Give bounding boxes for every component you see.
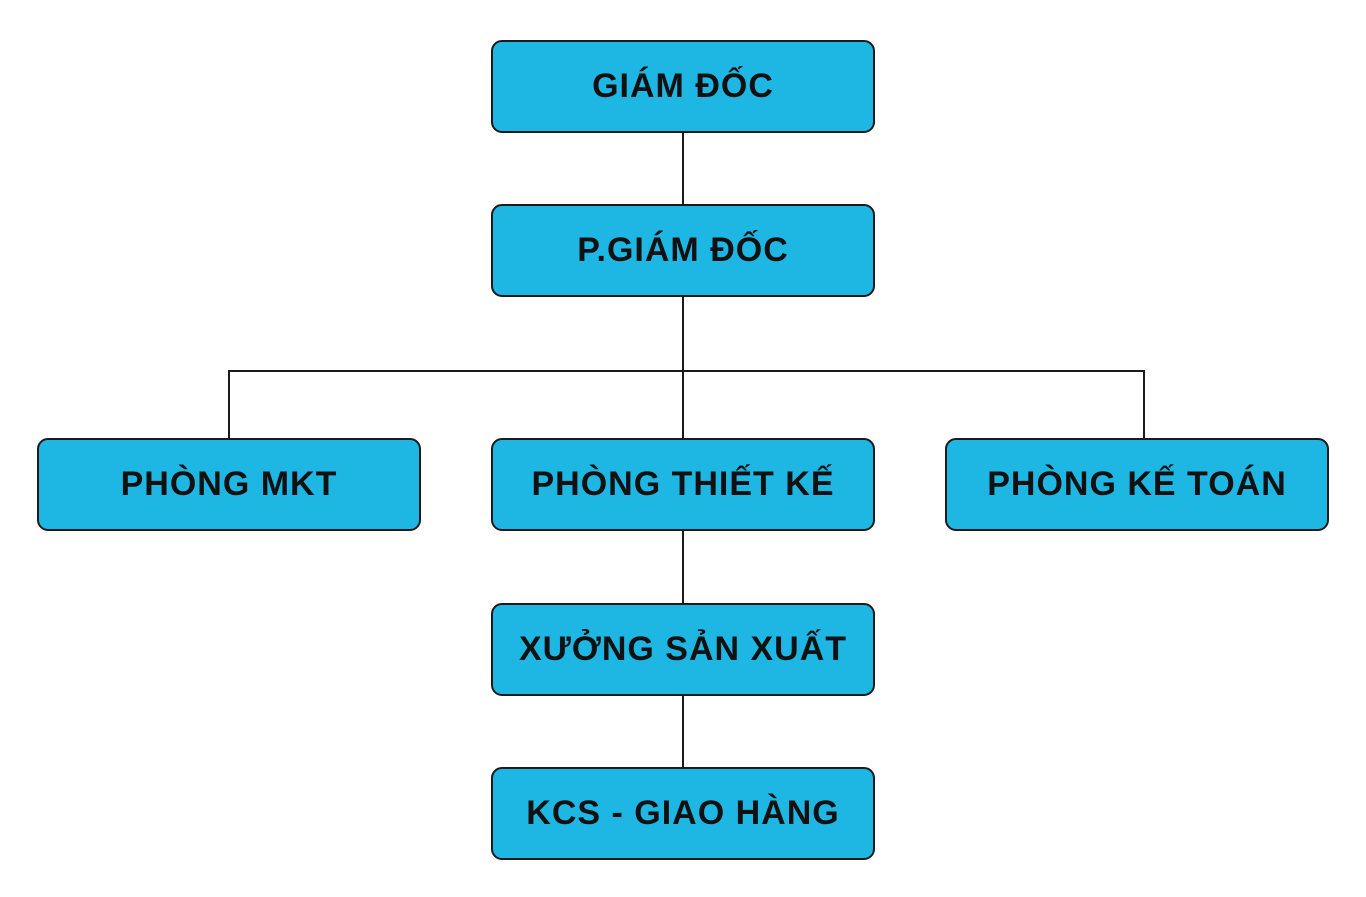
node-label: PHÒNG THIẾT KẾ [531,465,835,503]
node-xuong-san-xuat: XƯỞNG SẢN XUẤT [491,603,875,696]
node-label: XƯỞNG SẢN XUẤT [518,630,848,668]
node-phong-ke-toan: PHÒNG KẾ TOÁN [945,438,1329,531]
node-giam-doc: GIÁM ĐỐC [491,40,875,133]
node-label: KCS - GIAO HÀNG [526,794,840,832]
node-label: P.GIÁM ĐỐC [577,231,789,269]
node-phong-mkt: PHÒNG MKT [37,438,421,531]
connector-thietke-xuong [682,531,684,604]
connector-pgiamdoc-down [682,296,684,439]
connector-giamdoc-pgiamdoc [682,132,684,205]
connector-xuong-kcs [682,695,684,768]
node-kcs-giao-hang: KCS - GIAO HÀNG [491,767,875,860]
connector-horizontal-branch [228,370,1145,372]
connector-to-phong-ke-toan [1143,370,1145,439]
node-label: PHÒNG MKT [120,465,338,503]
node-label: PHÒNG KẾ TOÁN [987,465,1287,503]
node-phong-thiet-ke: PHÒNG THIẾT KẾ [491,438,875,531]
connector-to-phong-mkt [228,370,230,439]
node-label: GIÁM ĐỐC [592,67,774,105]
node-pho-giam-doc: P.GIÁM ĐỐC [491,204,875,297]
